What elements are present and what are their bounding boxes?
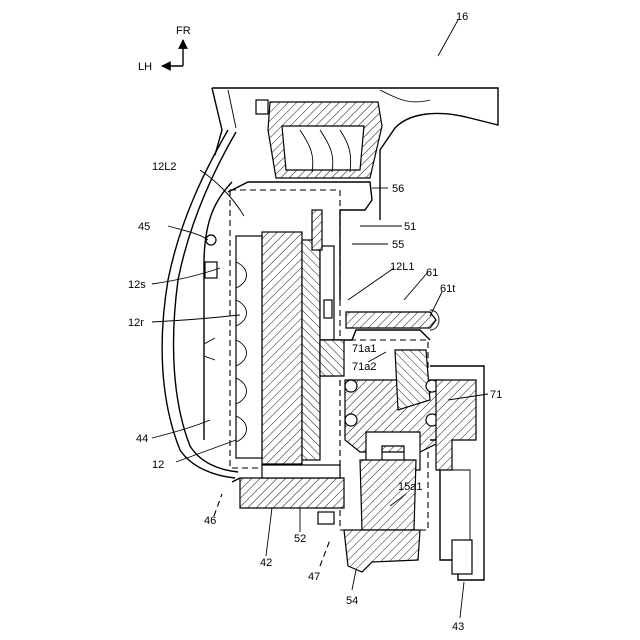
label-43: 43 [452,621,464,633]
label-71a1: 71a1 [352,343,376,355]
label-12L2: 12L2 [152,161,176,173]
label-44: 44 [136,433,148,445]
label-61t: 61t [440,283,455,295]
label-16: 16 [456,11,468,23]
label-45: 45 [138,221,150,233]
case-54 [344,530,420,572]
actuator-61 [346,310,439,330]
label-12: 12 [152,459,164,471]
label-12r: 12r [128,317,144,329]
label-51: 51 [404,221,416,233]
label-46: 46 [204,515,216,527]
direction-indicator: FR LH [138,25,191,73]
label-42: 42 [260,557,272,569]
label-15a1: 15a1 [398,481,422,493]
label-71a2: 71a2 [352,361,376,373]
label-54: 54 [346,595,358,607]
label-55: 55 [392,239,404,251]
label-12s: 12s [128,279,146,291]
shroud-44-45 [162,130,238,478]
vehicle-frame-16 [212,88,498,220]
label-61: 61 [426,267,438,279]
fr-label: FR [176,25,191,37]
label-71: 71 [490,389,502,401]
housing-42-52 [232,465,344,524]
label-47: 47 [308,571,320,583]
hub-43 [430,366,484,580]
label-12L1: 12L1 [390,261,414,273]
label-56: 56 [392,183,404,195]
label-52: 52 [294,533,306,545]
lh-label: LH [138,61,152,73]
